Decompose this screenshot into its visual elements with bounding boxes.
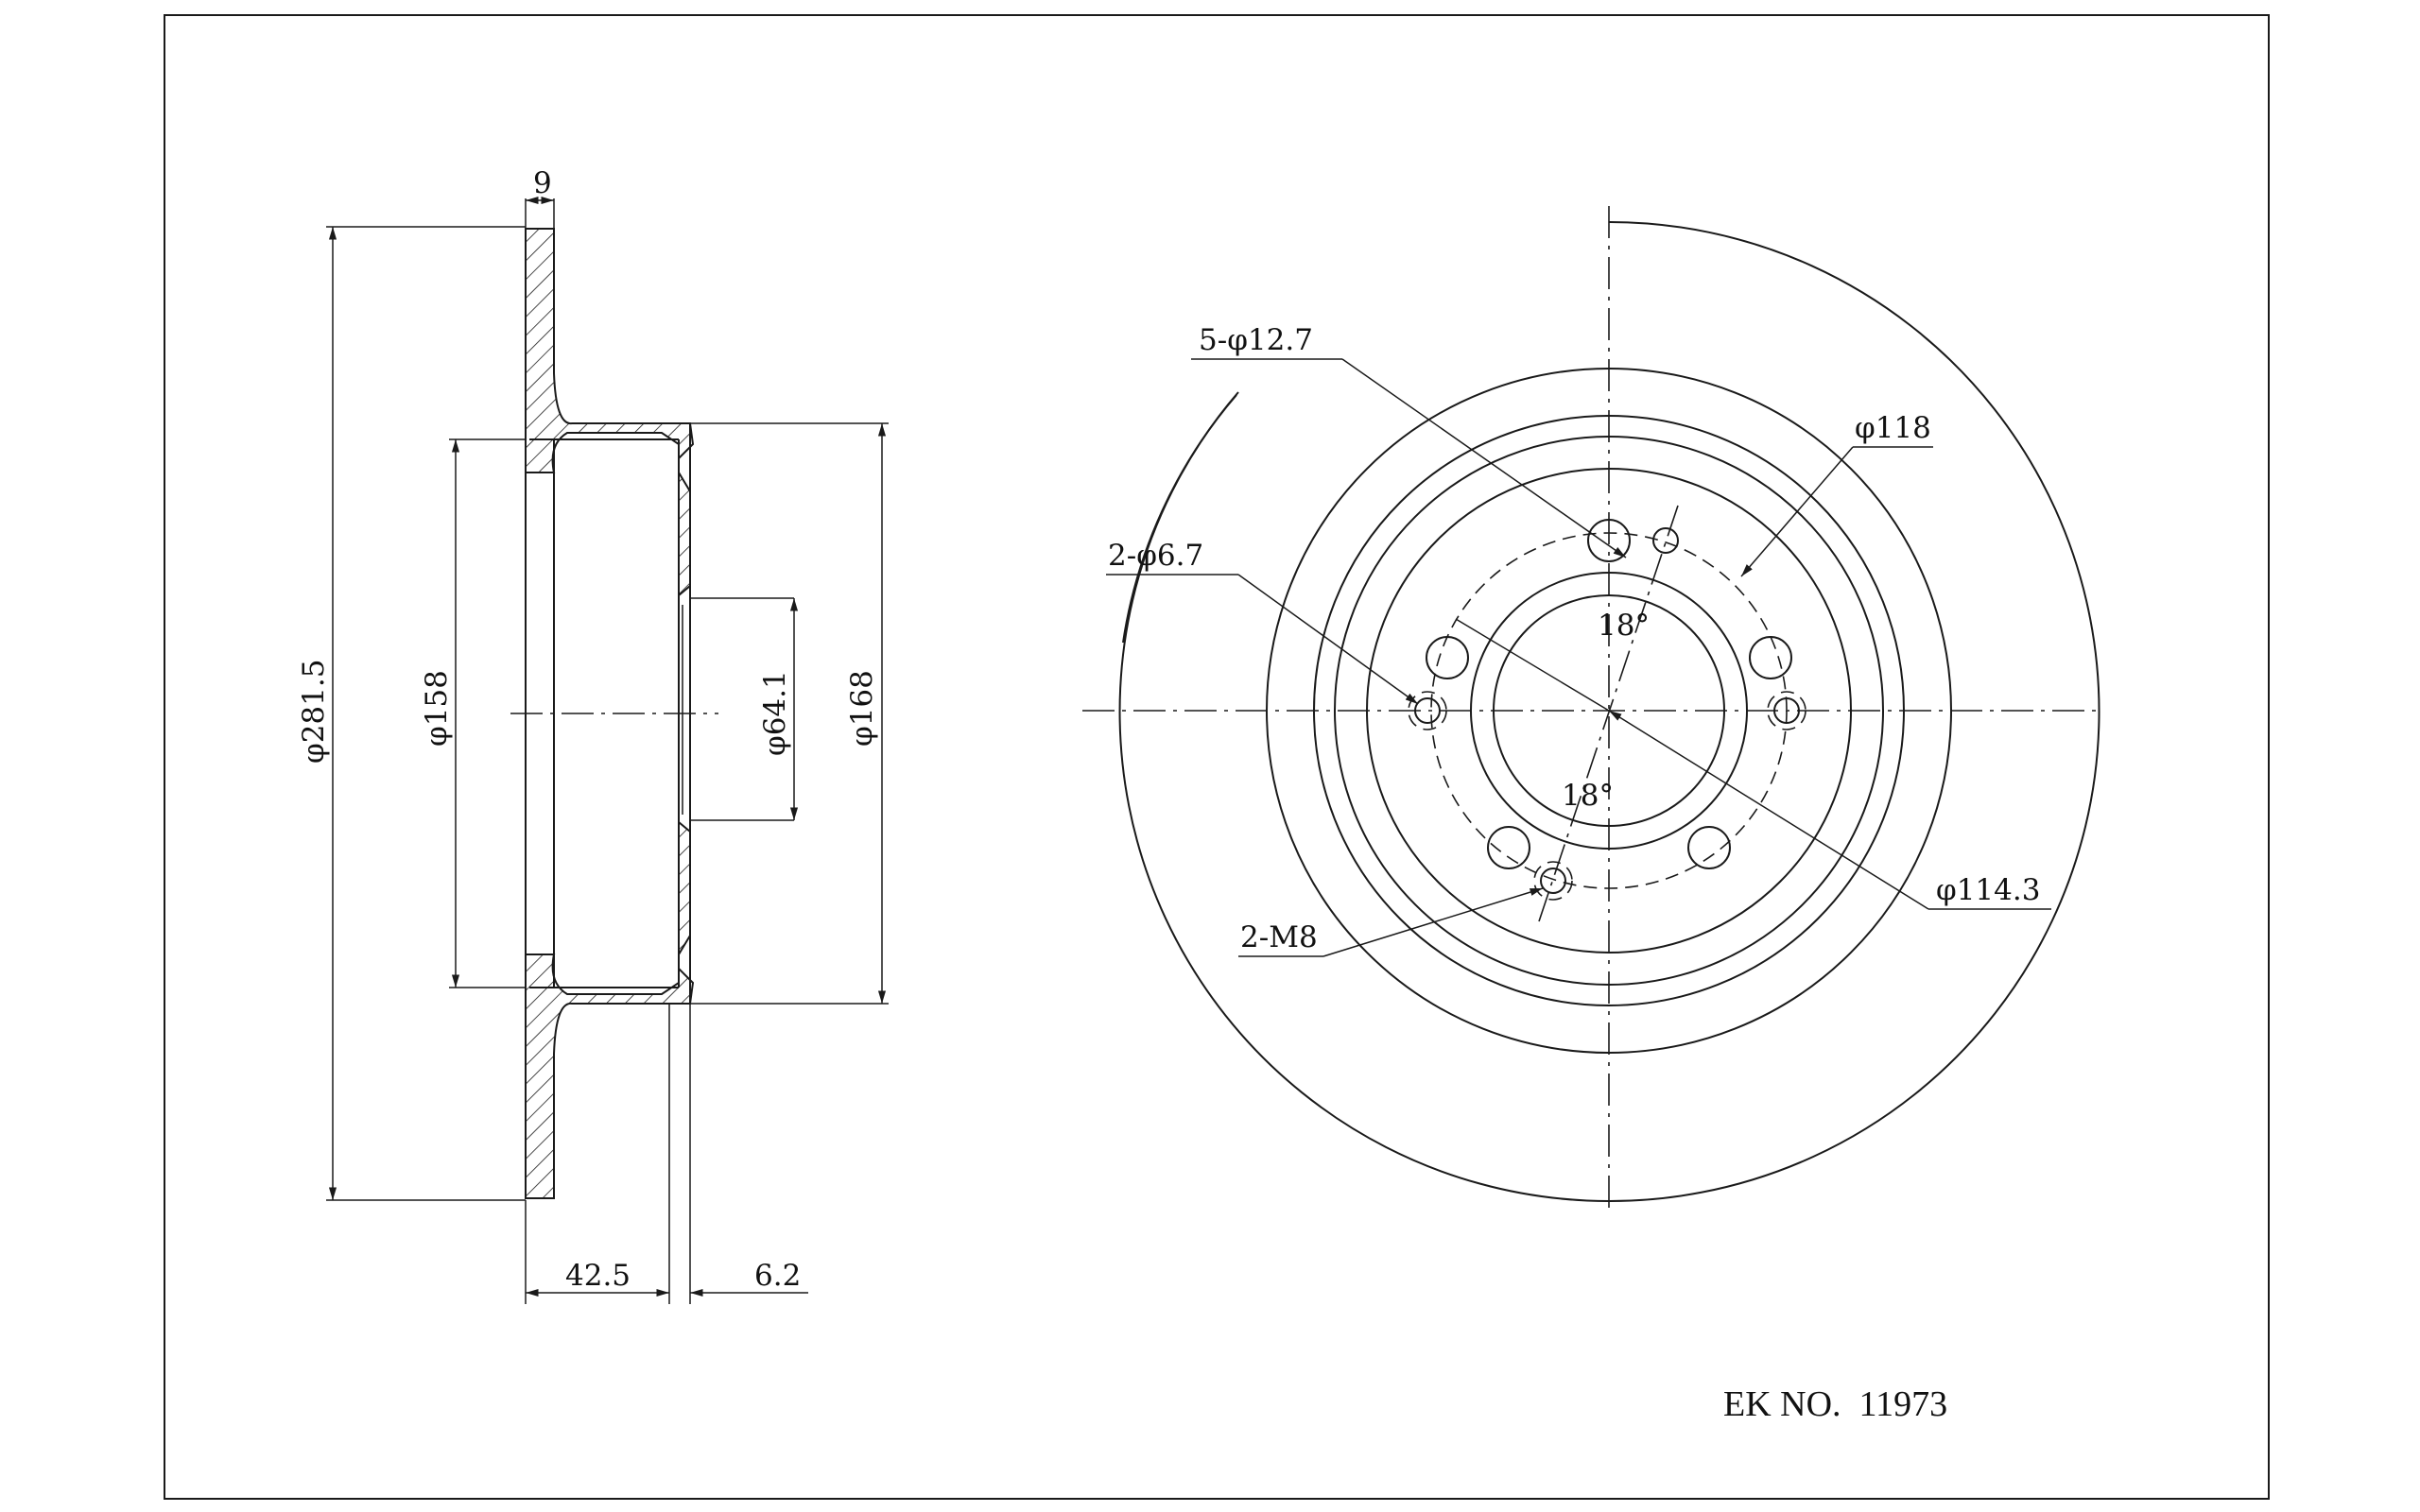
section-upper bbox=[525, 228, 695, 598]
label-bolt-holes: 5-φ12.7 bbox=[1199, 323, 1313, 357]
threaded-hole bbox=[1540, 868, 1566, 894]
bolt-hole bbox=[1587, 519, 1631, 562]
bolt-hole bbox=[1426, 636, 1469, 679]
label-small-holes: 2-φ6.7 bbox=[1108, 539, 1203, 573]
small-hole bbox=[1652, 527, 1679, 554]
label-angle-upper: 18° bbox=[1598, 609, 1650, 643]
hat-circle-2 bbox=[1334, 436, 1884, 986]
dim-overall-height: 42.5 bbox=[565, 1259, 631, 1293]
bolt-hole bbox=[1749, 636, 1792, 679]
threaded-hole bbox=[1773, 697, 1800, 724]
label-bolt-circle: φ114.3 bbox=[1936, 873, 2040, 907]
bolt-circle bbox=[1430, 532, 1788, 889]
bore-inner-circle bbox=[1493, 594, 1725, 827]
dim-thickness: 9 bbox=[533, 166, 552, 200]
label-angle-lower: 18° bbox=[1562, 779, 1614, 813]
front-view: 5-φ12.7 φ118 2-φ6.7 18° 18° 2-M8 φ114.3 bbox=[1082, 206, 2103, 1210]
small-hole bbox=[1414, 697, 1441, 724]
section-lower bbox=[525, 819, 695, 1199]
hat-circle-3 bbox=[1366, 468, 1852, 954]
dim-hat-inner-diameter: φ158 bbox=[420, 670, 454, 747]
label-threaded-holes: 2-M8 bbox=[1240, 920, 1318, 954]
part-number: EK NO. 11973 bbox=[1723, 1384, 1947, 1424]
dim-hat-outer-diameter: φ168 bbox=[845, 670, 879, 747]
braking-ring-inner bbox=[1266, 368, 1952, 1054]
bolt-hole bbox=[1687, 826, 1731, 869]
dim-outer-diameter: φ281.5 bbox=[297, 660, 331, 764]
bolt-hole bbox=[1487, 826, 1530, 869]
section-view: 9 φ281.5 φ158 φ64.1 φ168 42.5 6.2 bbox=[297, 166, 889, 1304]
hat-circle-1 bbox=[1313, 415, 1905, 1006]
center-bore-circle bbox=[1470, 572, 1748, 850]
label-ring-diameter: φ118 bbox=[1855, 411, 1931, 445]
outer-disc-arc bbox=[1122, 394, 1237, 644]
drawing-frame bbox=[164, 14, 2270, 1500]
dim-hub-thickness: 6.2 bbox=[754, 1259, 801, 1293]
dim-center-bore: φ64.1 bbox=[758, 670, 792, 756]
outer-disc-circle bbox=[1118, 221, 2100, 1202]
